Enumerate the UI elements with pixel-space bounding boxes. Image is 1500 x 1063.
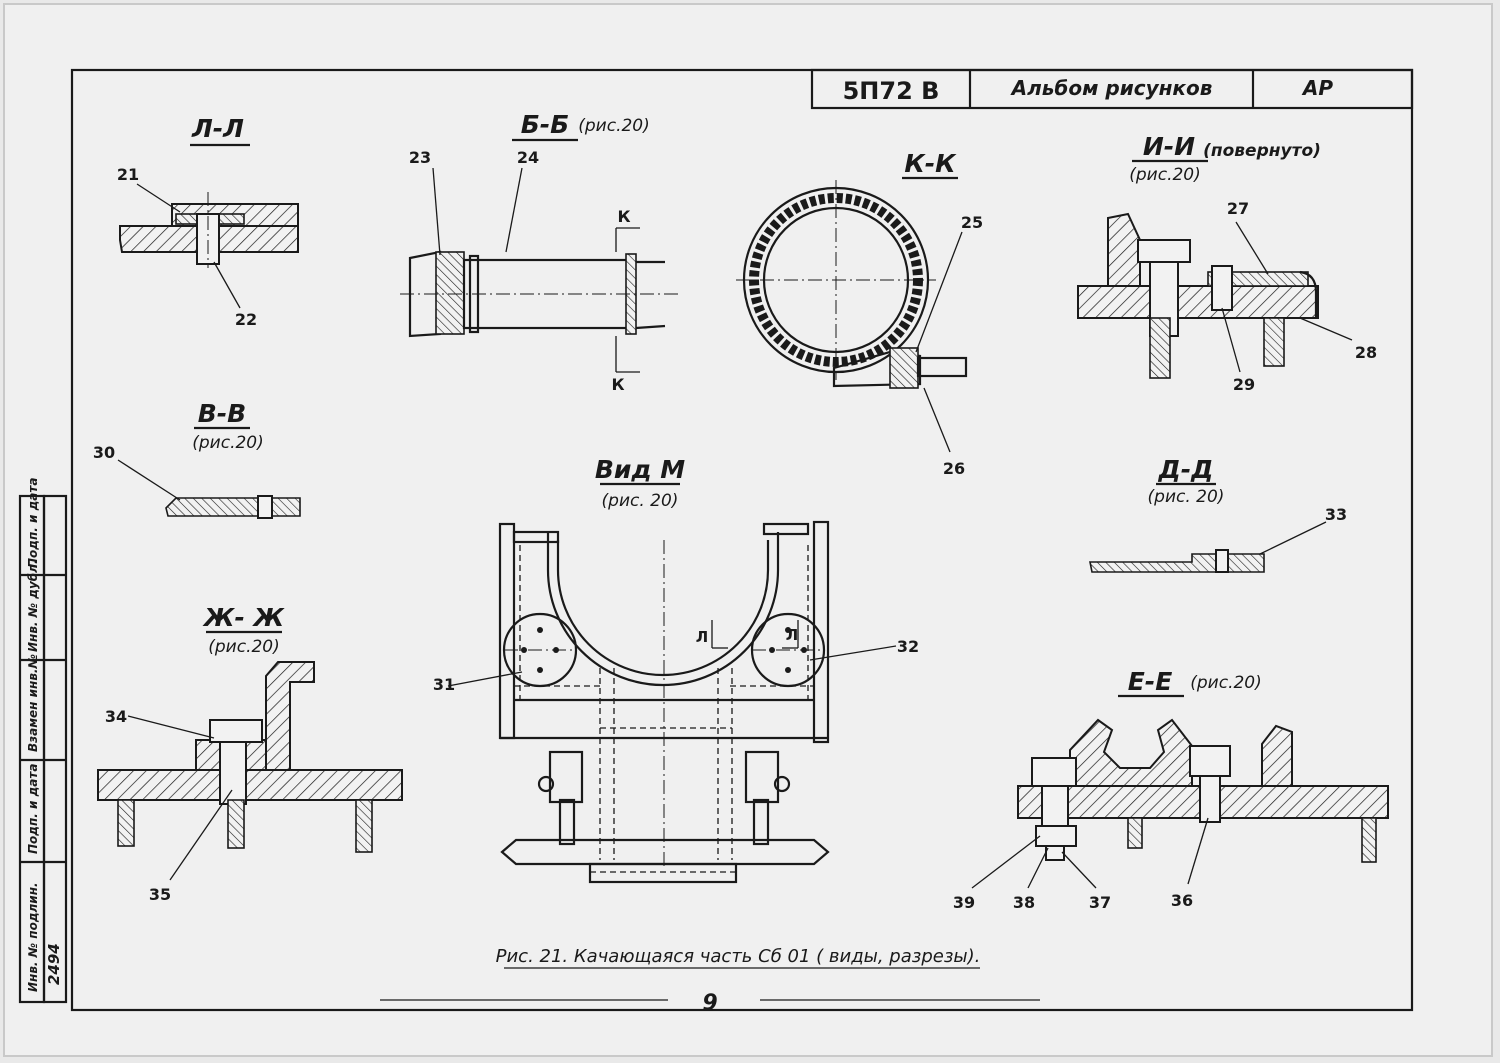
- section-vv: В-В (рис.20) 30: [93, 399, 301, 519]
- section-vv-ref: (рис.20): [192, 433, 264, 453]
- section-zhzh: Ж- Ж (рис.20) 34 35: [97, 603, 403, 904]
- section-ee: Е-Е (рис.20) 39 38 37 36: [953, 667, 1389, 912]
- stamp-cell-1: Подп. и дата: [26, 478, 40, 568]
- stamp-cell-4: Подп. и дата: [26, 764, 40, 854]
- section-zhzh-label: Ж- Ж: [202, 603, 286, 632]
- section-bb-ref: (рис.20): [578, 116, 650, 136]
- section-ee-ref: (рис.20): [1190, 673, 1262, 693]
- title-block: 5П72 В Альбом рисунков АР: [810, 68, 1414, 110]
- section-kk-label: К-К: [904, 149, 957, 178]
- callout-24: 24: [517, 148, 539, 167]
- callout-25: 25: [961, 213, 983, 232]
- drawing-frame: [70, 68, 1414, 1012]
- stamp-cell-3: Взамен инв.№: [26, 654, 40, 752]
- callout-30: 30: [93, 443, 115, 462]
- title-mark: АР: [1301, 76, 1333, 100]
- callout-34: 34: [105, 707, 127, 726]
- paper: [3, 3, 1493, 1057]
- section-ii-label: И-И: [1143, 132, 1195, 161]
- section-vv-label: В-В: [198, 399, 247, 428]
- callout-26: 26: [943, 459, 965, 478]
- section-ll-label: Л-Л: [191, 114, 244, 143]
- cut-mark-k-bottom: К: [611, 375, 624, 394]
- callout-33: 33: [1325, 505, 1347, 524]
- section-ii: И-И (повернуто) (рис.20) 27 28 29: [1077, 132, 1377, 394]
- section-bb: Б-Б (рис.20) 23 24 К К: [400, 110, 680, 394]
- section-ii-note: (повернуто): [1203, 141, 1321, 161]
- view-m-label: Вид М: [595, 455, 685, 484]
- callout-39: 39: [953, 893, 975, 912]
- callout-37: 37: [1089, 893, 1111, 912]
- side-stamp: Подп. и дата Инв. № дубл. Взамен инв.№ П…: [18, 478, 68, 1004]
- title-code: 5П72 В: [843, 77, 940, 105]
- figure-caption: Рис. 21. Качающаяся часть Сб 01 ( виды, …: [496, 946, 981, 967]
- callout-21: 21: [117, 165, 139, 184]
- section-mark-l-left: Л: [696, 628, 708, 646]
- callout-32: 32: [897, 637, 919, 656]
- title-album: Альбом рисунков: [1010, 76, 1213, 100]
- cut-mark-k-top: К: [617, 207, 630, 226]
- section-ee-label: Е-Е: [1128, 667, 1173, 696]
- section-zhzh-ref: (рис.20): [208, 637, 280, 657]
- section-kk: К-К 25 26: [736, 149, 983, 478]
- section-bb-label: Б-Б: [521, 110, 570, 139]
- callout-27: 27: [1227, 199, 1249, 218]
- callout-28: 28: [1355, 343, 1377, 362]
- section-dd-label: Д-Д: [1158, 455, 1214, 484]
- section-dd: Д-Д (рис. 20) 33: [1089, 455, 1347, 573]
- section-dd-ref: (рис. 20): [1148, 487, 1225, 507]
- stamp-cell-5: Инв. № подлин.: [26, 882, 40, 992]
- stamp-inventory-number: 2494: [45, 943, 63, 985]
- callout-31: 31: [433, 675, 455, 694]
- callout-38: 38: [1013, 893, 1035, 912]
- page-number: 9: [702, 991, 717, 1016]
- callout-29: 29: [1233, 375, 1255, 394]
- callout-36: 36: [1171, 891, 1193, 910]
- section-ll: Л-Л 21 22: [117, 114, 299, 329]
- callout-35: 35: [149, 885, 171, 904]
- section-ii-ref: (рис.20): [1129, 165, 1201, 185]
- stamp-cell-2: Инв. № дубл.: [26, 559, 40, 652]
- section-mark-l-right: Л: [786, 626, 798, 644]
- view-m-ref: (рис. 20): [602, 491, 679, 511]
- view-m: Вид М (рис. 20): [433, 455, 919, 884]
- callout-22: 22: [235, 310, 257, 329]
- callout-23: 23: [409, 148, 431, 167]
